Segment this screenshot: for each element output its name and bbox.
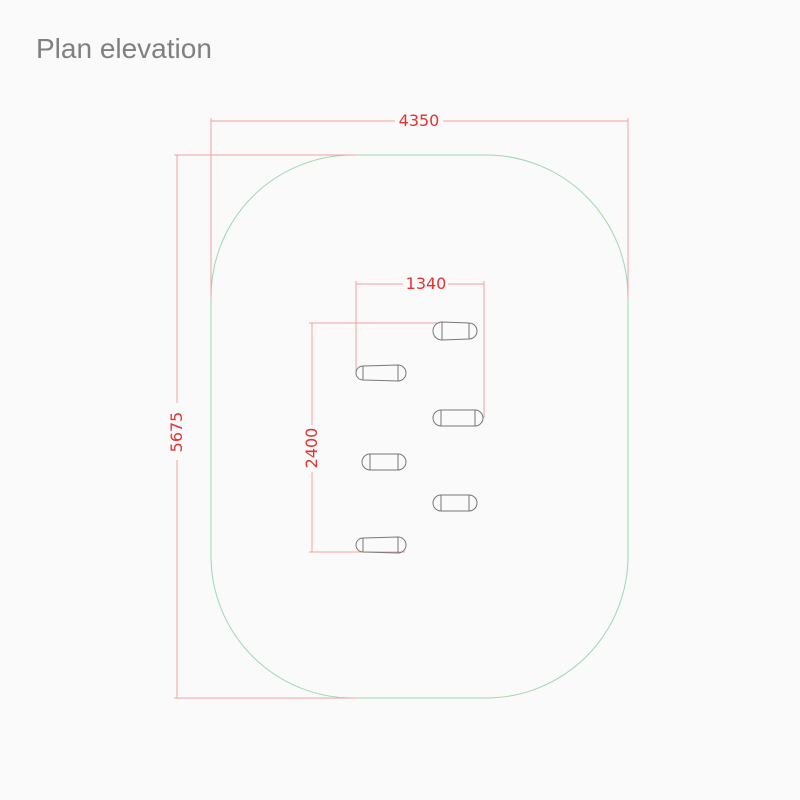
stepping-stones (355, 321, 484, 554)
dimension-overall-length: 5675 (167, 154, 355, 699)
dimension-stones-length: 2400 (302, 322, 440, 553)
stepping-stone (432, 321, 478, 341)
stepping-stone (432, 494, 478, 512)
stepping-stone (355, 364, 407, 382)
dimension-label-stones-width: 1340 (406, 274, 447, 293)
stepping-stone (355, 536, 407, 554)
dimension-label-width: 4350 (399, 111, 440, 130)
stepping-stone (432, 409, 484, 427)
stepping-stone (361, 453, 407, 471)
dimension-label-length: 5675 (167, 412, 186, 453)
dimension-stones-width: 1340 (355, 274, 485, 418)
dimension-overall-width: 4350 (210, 111, 629, 298)
area-outline (210, 154, 629, 699)
drawing-title: Plan elevation (36, 33, 212, 64)
dimension-label-stones-length: 2400 (302, 428, 321, 469)
